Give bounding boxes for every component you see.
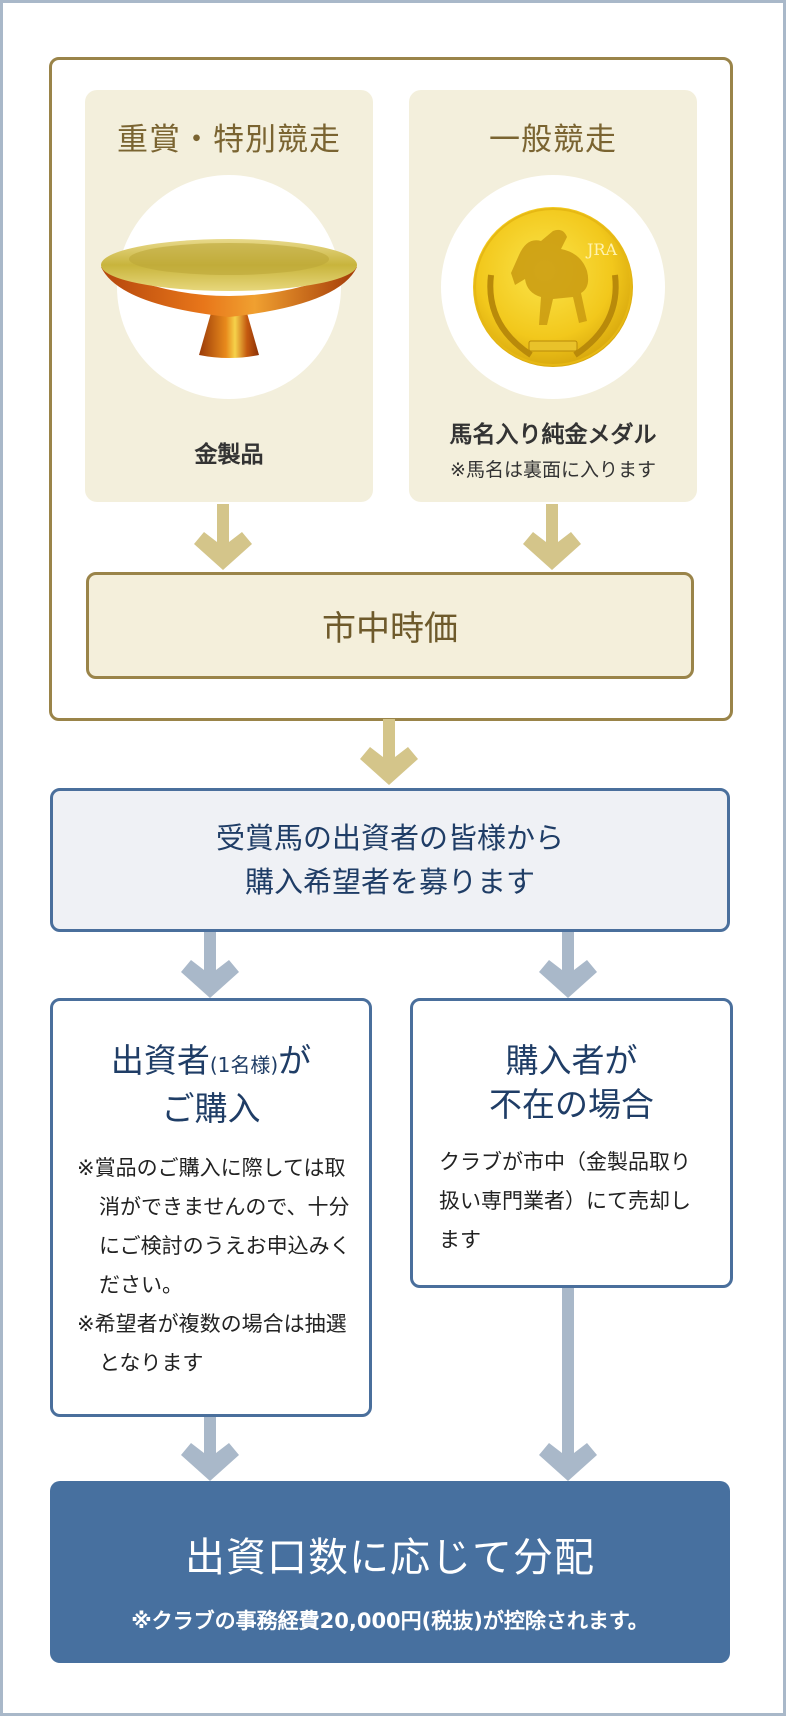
title-line-1: 購入者が [505,1041,638,1080]
note-item: ※賞品のご購入に際しては取消ができませんので、十分にご検討のうえお申込みください… [77,1156,351,1297]
title-tail: が [278,1041,312,1080]
solicit-buyers-box: 受賞馬の出資者の皆様から 購入希望者を募ります [50,788,730,932]
arrow-down-icon [519,504,585,570]
card-caption: 金製品 [194,442,264,468]
arrow-down-icon [535,1288,601,1481]
note-item: ※希望者が複数の場合は抽選となります [77,1312,347,1375]
gold-cup-icon [101,175,357,399]
buyer-exists-title: 出資者(1名様)が ご購入 [53,1039,369,1131]
jra-gold-medal-icon: JRA [441,175,665,399]
distribution-title: 出資口数に応じて分配 [185,1535,595,1581]
title-small: (1名様) [209,1053,279,1077]
card-title: 重賞・特別競走 [117,122,341,158]
buyer-exists-notes: ※賞品のご購入に際しては取消ができませんので、十分にご検討のうえお申込みください… [53,1131,369,1383]
distribution-note: ※クラブの事務経費20,000円(税抜)が控除されます。 [131,1609,649,1633]
title-main: 出資者 [110,1041,210,1080]
buyer-exists-box: 出資者(1名様)が ご購入 ※賞品のご購入に際しては取消ができませんので、十分に… [50,998,372,1417]
card-note: ※馬名は裏面に入ります [450,459,656,481]
no-buyer-box: 購入者が 不在の場合 クラブが市中（金製品取り扱い専門業者）にて売却します [410,998,733,1288]
card-title: 一般競走 [489,122,617,158]
medal-jra-text: JRA [585,240,617,259]
no-buyer-body: クラブが市中（金製品取り扱い専門業者）にて売却します [439,1150,691,1252]
arrow-down-icon [177,1417,243,1481]
prize-card-graded-race: 重賞・特別競走 [85,90,373,502]
market-price-box: 市中時価 [86,572,694,679]
solicit-line-1: 受賞馬の出資者の皆様から [215,821,564,855]
no-buyer-title: 購入者が 不在の場合 [413,1039,730,1127]
solicit-line-2: 購入希望者を募ります [244,865,535,899]
prize-card-general-race: 一般競走 JRA 馬名入り純金メダル ※馬名は裏面に入ります [409,90,697,502]
arrow-down-icon [177,932,243,998]
title-line-2: 不在の場合 [489,1085,654,1124]
arrow-down-icon [190,504,256,570]
arrow-down-icon [356,719,422,785]
arrow-down-icon [535,932,601,998]
distribution-box: 出資口数に応じて分配 ※クラブの事務経費20,000円(税抜)が控除されます。 [50,1481,730,1663]
card-caption: 馬名入り純金メダル [449,422,657,448]
title-line-2: ご購入 [161,1089,261,1128]
